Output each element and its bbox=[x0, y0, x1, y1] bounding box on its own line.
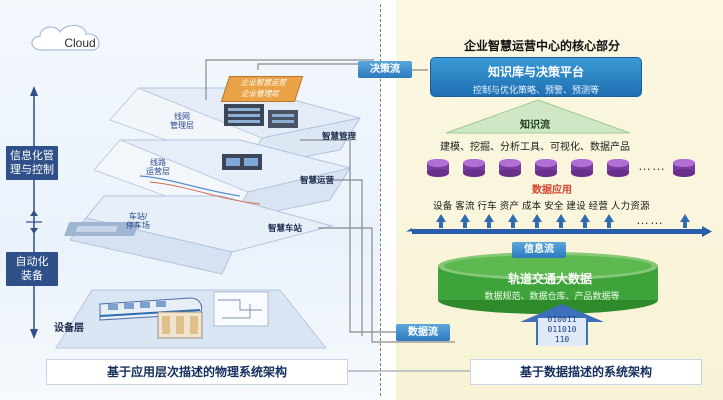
data-categories-text: 设备 客流 行车 资产 成本 安全 建设 经营 人力资源 bbox=[433, 201, 650, 212]
binary-line: 110 bbox=[554, 335, 570, 344]
data-bus-bar bbox=[406, 226, 712, 237]
database-cylinders-row bbox=[427, 159, 695, 177]
big-data-subtitle: 数据规范、数据仓库、产品数据等 bbox=[484, 291, 620, 301]
circuit-diagram-icon bbox=[213, 291, 269, 327]
right-panel-title: 企业智慧运营中心的核心部分 bbox=[463, 39, 620, 53]
automation-label: 自动化 装备 bbox=[6, 252, 58, 286]
knowledge-decision-platform: 知识库与决策平台 控制与优化策略、预警、预测等 bbox=[430, 57, 642, 97]
info-flow-label: 信息流 bbox=[512, 242, 566, 258]
info-management-label: 信息化管 理与控制 bbox=[6, 146, 58, 180]
analysis-tools-text: 建模、挖掘、分析工具、可视化、数据产品 bbox=[440, 142, 630, 153]
station-depot-layer-label: 车站/ 停车场 bbox=[126, 212, 150, 230]
enterprise-management-tag: 企业智慧运营 企业管理层 bbox=[220, 76, 304, 102]
knowledge-platform-subtitle: 控制与优化策略、预警、预测等 bbox=[472, 85, 599, 95]
vertical-axis-arrow bbox=[26, 86, 42, 339]
control-console-icon bbox=[222, 154, 262, 170]
binary-line: 011010 bbox=[547, 325, 577, 334]
category-up-arrows bbox=[436, 214, 690, 228]
line-operation-layer-label: 线路 运营层 bbox=[146, 158, 170, 176]
network-management-layer-label: 线网 管理层 bbox=[170, 112, 194, 130]
center-divider bbox=[380, 4, 381, 396]
cloud-icon bbox=[31, 24, 100, 51]
knowledge-flow-label: 知识流 bbox=[520, 120, 550, 131]
station-platform-decoration bbox=[64, 222, 140, 236]
big-data-cylinder bbox=[438, 252, 658, 314]
data-flow-up-arrow bbox=[520, 304, 604, 346]
data-flow-label: 数据流 bbox=[396, 324, 450, 341]
decision-flow-label: 决策流 bbox=[358, 61, 412, 78]
knowledge-flow-triangle bbox=[445, 99, 631, 134]
binary-data-block: 010011 011010 110 bbox=[542, 315, 582, 345]
smart-management-tag: 智慧管理 bbox=[322, 131, 357, 141]
cloud-label: Cloud bbox=[64, 36, 96, 50]
knowledge-platform-title: 知识库与决策平台 bbox=[487, 65, 584, 79]
left-caption: 基于应用层次描述的物理系统架构 bbox=[46, 359, 348, 385]
data-flow-line bbox=[300, 139, 455, 343]
smart-station-tag: 智慧车站 bbox=[268, 223, 303, 233]
device-layer-label: 设备层 bbox=[54, 323, 84, 334]
train-interior-icon bbox=[157, 311, 203, 339]
data-application-label: 数据应用 bbox=[532, 185, 572, 196]
track-lines-decoration bbox=[139, 175, 261, 205]
big-data-title: 轨道交通大数据 bbox=[507, 272, 592, 286]
arrows-ellipsis: …… bbox=[636, 212, 664, 227]
binary-line: 010011 bbox=[547, 315, 577, 324]
smart-operation-tag: 智慧运营 bbox=[300, 175, 335, 185]
right-caption: 基于数据描述的系统架构 bbox=[470, 359, 702, 385]
server-rack-icon bbox=[224, 104, 298, 128]
db-ellipsis: …… bbox=[638, 158, 666, 173]
